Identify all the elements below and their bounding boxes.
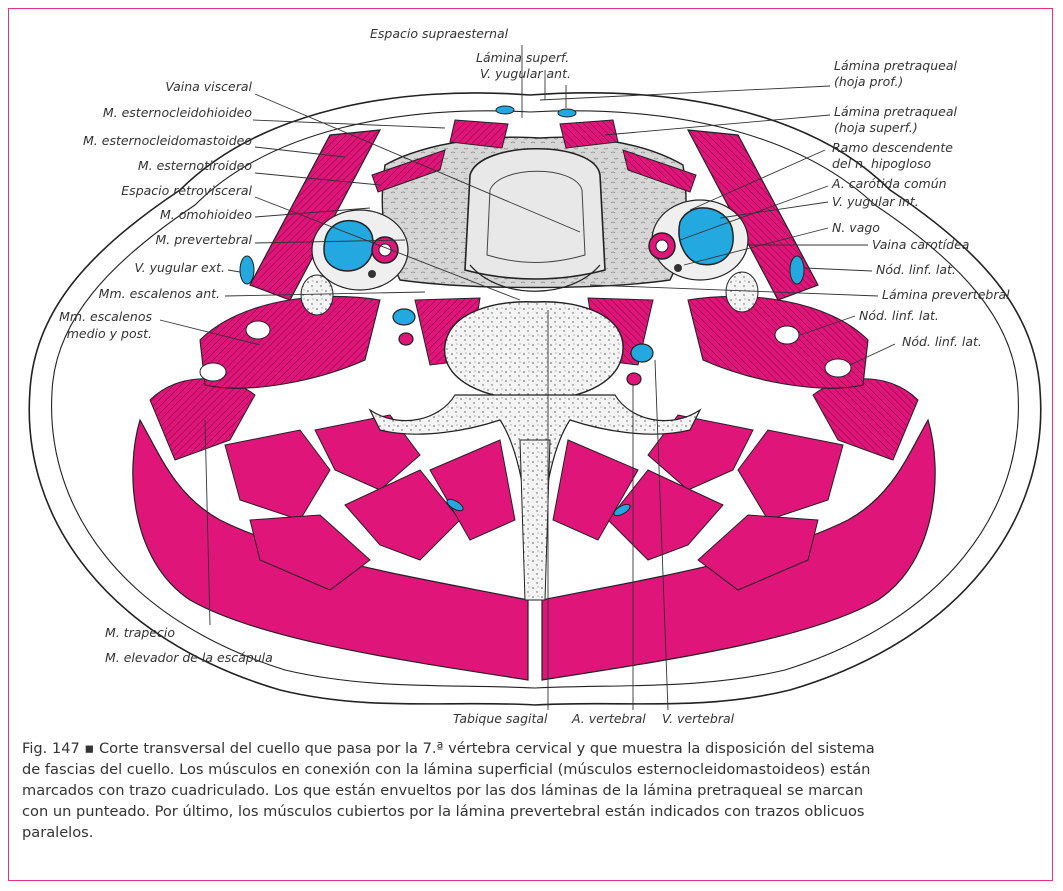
- caption-line-2: de fascias del cuello. Los músculos en c…: [22, 759, 1032, 780]
- label-m-esternocleidomastoideo: M. esternocleidomastoideo: [83, 133, 252, 148]
- caption-line-1: Fig. 147 ▪ Corte transversal del cuello …: [22, 738, 1032, 759]
- lymph-node-left-2: [246, 321, 270, 339]
- label-n-vago: N. vago: [832, 220, 880, 235]
- label-ramo-descendente-1: Ramo descendente: [832, 140, 953, 155]
- label-m-esternocleidohioideo: M. esternocleidohioideo: [103, 105, 252, 120]
- label-m-esternotiroideo: M. esternotiroideo: [138, 158, 252, 173]
- label-v-yugular-ext: V. yugular ext.: [135, 260, 225, 275]
- label-lamina-superf: Lámina superf.: [476, 50, 569, 65]
- vertebral-artery-right: [627, 373, 641, 385]
- label-lamina-pretraqueal-superf-2: (hoja superf.): [834, 120, 918, 135]
- vagus-nerve-left: [368, 270, 376, 278]
- label-ramo-descendente-2: del n. hipogloso: [832, 156, 931, 171]
- spinous-process: [520, 440, 550, 600]
- label-lamina-pretraqueal-prof-1: Lámina pretraqueal: [834, 58, 958, 73]
- label-espacio-retrovisceral: Espacio retrovisceral: [121, 183, 252, 198]
- label-nod-linf-lat-1: Nód. linf. lat.: [876, 262, 956, 277]
- internal-jugular-vein-right: [679, 208, 733, 265]
- lymph-node-left-1: [301, 275, 333, 315]
- label-m-omohioideo: M. omohioideo: [160, 207, 252, 222]
- label-m-trapecio: M. trapecio: [105, 625, 175, 640]
- label-v-vertebral: V. vertebral: [662, 711, 735, 726]
- trachea: [465, 149, 605, 279]
- label-v-yugular-ant: V. yugular ant.: [480, 66, 571, 81]
- lymph-node-right-3: [825, 359, 851, 377]
- external-jugular-vein-left: [240, 256, 254, 284]
- label-lamina-prevertebral: Lámina prevertebral: [882, 287, 1010, 302]
- vertebral-body: [445, 302, 623, 400]
- label-v-yugular-int: V. yugular int.: [832, 194, 919, 209]
- label-mm-escalenos-ant: Mm. escalenos ant.: [99, 286, 220, 301]
- vertebral-vein-right: [631, 344, 653, 362]
- label-a-carotida-comun: A. carótida común: [831, 176, 947, 191]
- figure-caption: Fig. 147 ▪ Corte transversal del cuello …: [22, 738, 1032, 843]
- anterior-jugular-vein-left: [496, 106, 514, 114]
- vertebral-artery-left: [399, 333, 413, 345]
- lymph-node-right-1: [726, 272, 758, 312]
- anterior-jugular-vein-right: [558, 109, 576, 117]
- label-mm-escalenos-medio-1: Mm. escalenos: [59, 309, 152, 324]
- vertebral-vein-left: [393, 309, 415, 325]
- neck-cross-section-diagram: Espacio supraesternal Lámina superf. V. …: [0, 0, 1063, 735]
- lymph-node-right-2: [775, 326, 799, 344]
- internal-jugular-vein-left: [324, 221, 373, 271]
- label-vaina-carotidea: Vaina carotídea: [872, 237, 969, 252]
- caption-line-3: marcados con trazo cuadriculado. Los que…: [22, 780, 1032, 801]
- caption-line-4: con un punteado. Por último, los músculo…: [22, 801, 1032, 822]
- label-tabique-sagital: Tabique sagital: [453, 711, 548, 726]
- lymph-node-left-3: [200, 363, 226, 381]
- common-carotid-lumen-right: [656, 240, 668, 252]
- label-lamina-pretraqueal-superf-1: Lámina pretraqueal: [834, 104, 958, 119]
- caption-line-5: paralelos.: [22, 822, 1032, 843]
- label-m-elevador-escapula: M. elevador de la escápula: [105, 650, 273, 665]
- vagus-nerve-right: [674, 264, 682, 272]
- label-mm-escalenos-medio-2: medio y post.: [67, 326, 152, 341]
- label-nod-linf-lat-2: Nód. linf. lat.: [859, 308, 939, 323]
- label-m-prevertebral: M. prevertebral: [155, 232, 252, 247]
- label-espacio-supraesternal: Espacio supraesternal: [370, 26, 509, 41]
- label-lamina-pretraqueal-prof-2: (hoja prof.): [834, 74, 903, 89]
- label-a-vertebral: A. vertebral: [571, 711, 646, 726]
- label-vaina-visceral: Vaina visceral: [165, 79, 252, 94]
- external-jugular-vein-right: [790, 256, 804, 284]
- label-nod-linf-lat-3: Nód. linf. lat.: [902, 334, 982, 349]
